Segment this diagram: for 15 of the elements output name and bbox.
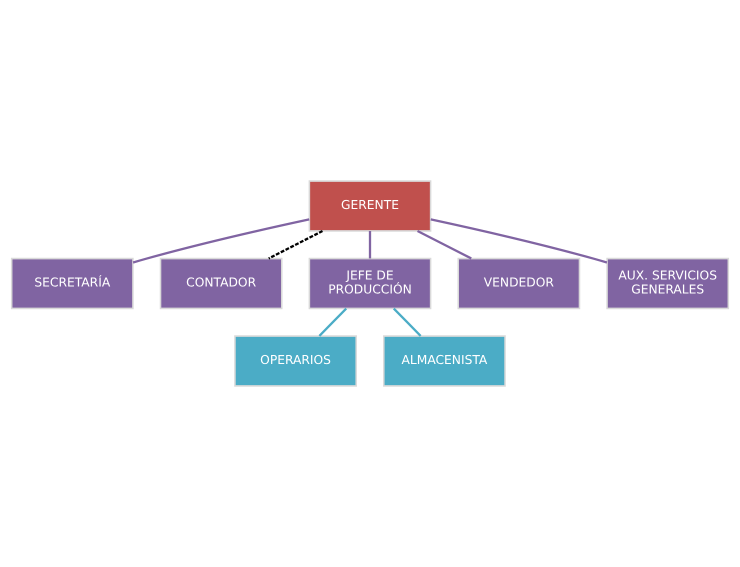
- connector: [392, 308, 422, 337]
- node-box: JEFE DE PRODUCCIÓN: [308, 258, 432, 310]
- connector: [132, 218, 310, 264]
- node-box: OPERARIOS: [234, 335, 357, 387]
- node-box: VENDEDOR: [457, 258, 580, 310]
- connector: [430, 218, 608, 264]
- connector: [416, 230, 472, 260]
- node-box: AUX. SERVICIOS GENERALES: [606, 258, 730, 310]
- connector: [368, 231, 372, 258]
- node-box: ALMACENISTA: [383, 335, 506, 387]
- node-box: SECRETARÍA: [10, 258, 134, 310]
- node-box: CONTADOR: [160, 258, 283, 310]
- connector: [268, 230, 324, 260]
- node-box: GERENTE: [308, 180, 432, 232]
- connector: [318, 308, 348, 337]
